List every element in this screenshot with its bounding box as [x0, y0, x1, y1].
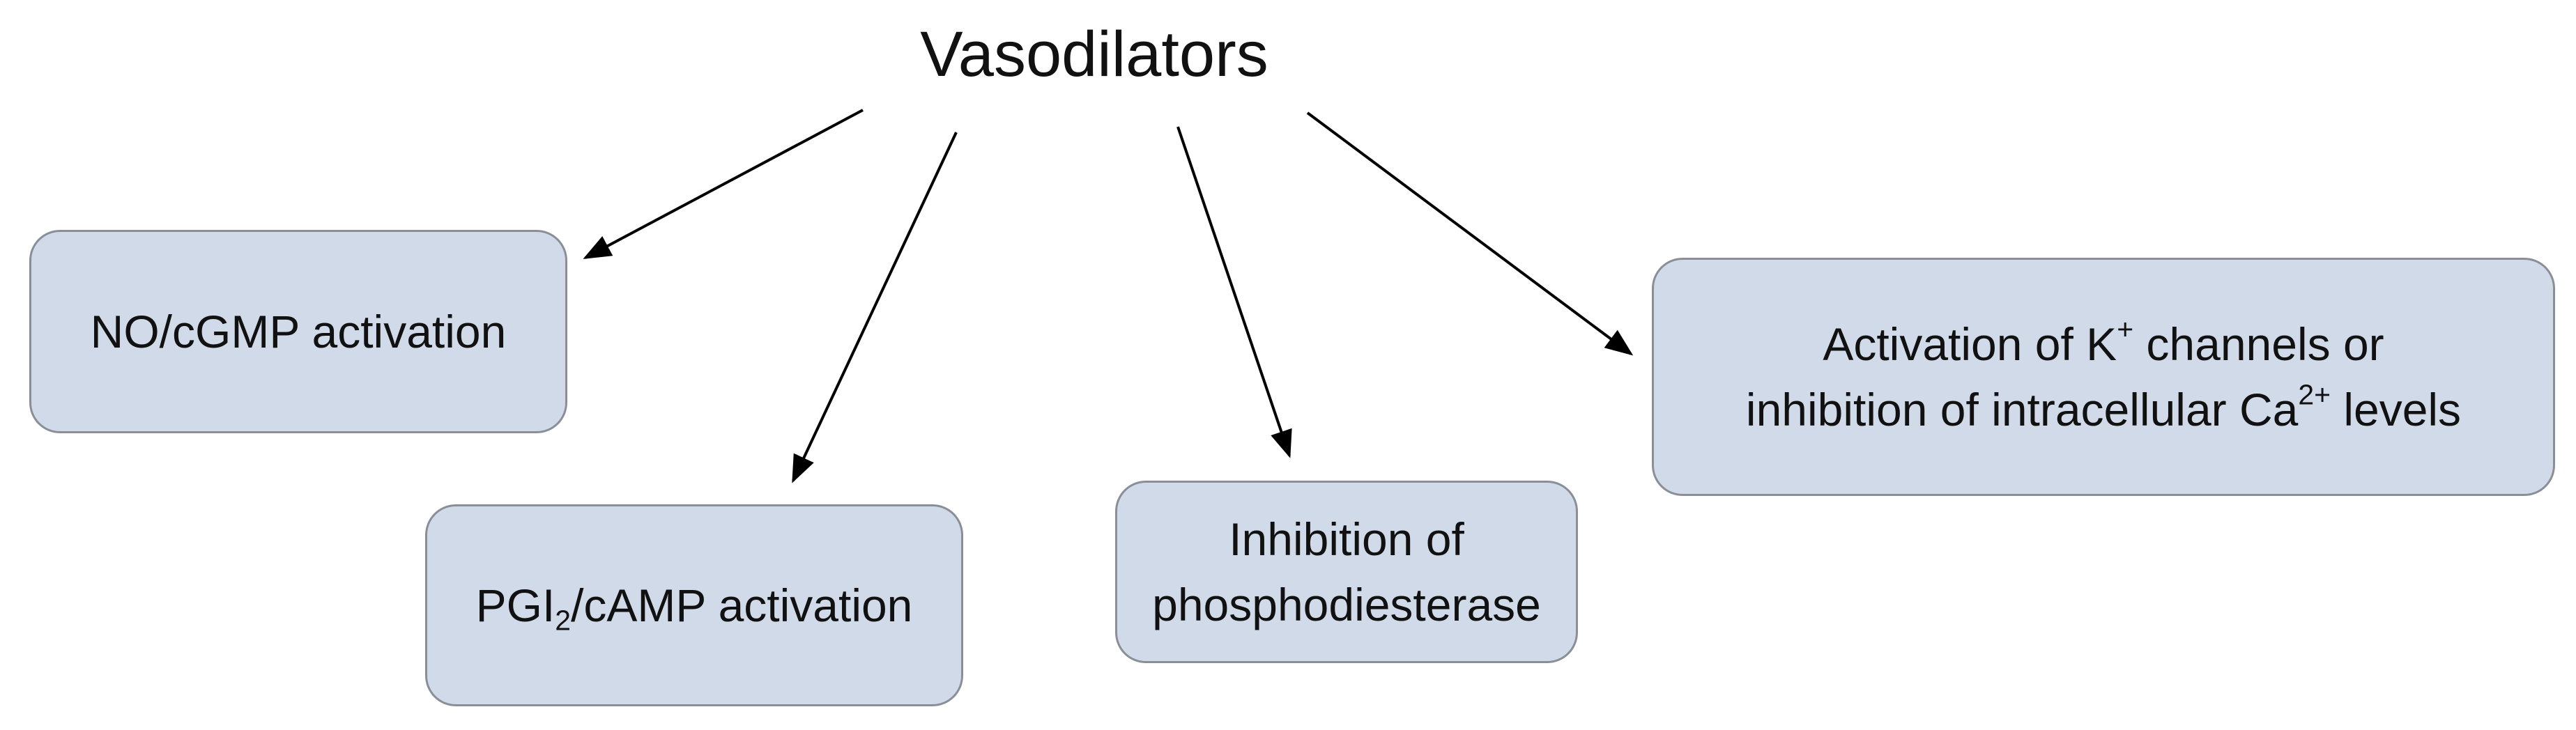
pgi2-subscript: 2: [555, 604, 572, 637]
box-pde-inhibition: Inhibition of phosphodiesterase: [1115, 481, 1578, 663]
arrow-to-pgi2-camp: [792, 132, 958, 483]
arrow-to-no-cgmp: [583, 109, 864, 259]
box-no-cgmp-label: NO/cGMP activation: [90, 306, 507, 357]
k-superscript: +: [2117, 313, 2134, 345]
diagram-title: Vasodilators: [920, 19, 1268, 90]
box-k-channels-ca-inhibition: Activation of K+ channels or inhibition …: [1652, 258, 2555, 496]
box-pgi2-camp-activation: PGI2/cAMP activation: [425, 504, 963, 706]
box-pgi2-camp-label: PGI2/cAMP activation: [475, 580, 913, 637]
arrow-to-pde: [1176, 126, 1292, 458]
arrow-to-k-ca: [1306, 111, 1634, 356]
box-k-ca-label: Activation of K+ channels or inhibition …: [1745, 313, 2462, 435]
ca-superscript: 2+: [2298, 378, 2331, 411]
box-pde-label: Inhibition of phosphodiesterase: [1152, 513, 1541, 630]
box-no-cgmp-activation: NO/cGMP activation: [29, 230, 567, 433]
